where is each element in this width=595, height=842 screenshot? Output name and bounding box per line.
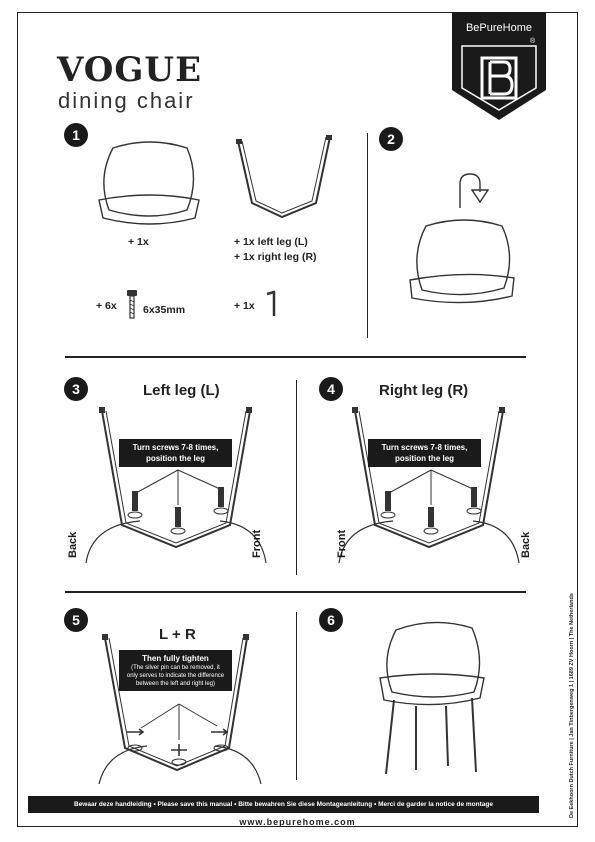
tighten-legs-diagram <box>98 634 262 785</box>
step-divider-1-2 <box>367 133 369 338</box>
screws-quantity: + 6x <box>96 300 117 312</box>
step-5-callout-note: (The silver pin can be removed, it only … <box>126 665 225 687</box>
step-5-callout-title: Then fully tighten <box>142 654 209 663</box>
section-divider-bottom <box>65 591 526 593</box>
step-3-number: 3 <box>64 377 88 401</box>
right-leg-label: + 1x right leg (R) <box>234 251 317 263</box>
step-3-back-label: Back <box>67 531 79 558</box>
brand-logo: BePureHome ® <box>452 12 546 120</box>
step-4-callout: Turn screws 7-8 times, position the leg <box>368 439 481 467</box>
step-5-callout: Then fully tighten (The silver pin can b… <box>119 650 232 691</box>
key-quantity: + 1x <box>234 300 255 312</box>
legs-frame-icon <box>236 135 332 219</box>
step-3-callout: Turn screws 7-8 times, position the leg <box>119 439 232 467</box>
flip-arrow-icon <box>459 173 490 208</box>
screws-size: 6x35mm <box>143 304 186 316</box>
step-4-title: Right leg (R) <box>379 382 469 399</box>
screw-icon <box>127 290 137 319</box>
brand-name: BePureHome <box>465 22 533 34</box>
seat-quantity: + 1x <box>128 236 149 248</box>
page-title: VOGUE <box>57 50 203 90</box>
step-4-front-label: Front <box>336 529 348 558</box>
footer-company-address: De Eekhoorn Dutch Furniture | Jan Tinber… <box>569 593 575 818</box>
step-4-number: 4 <box>319 377 343 401</box>
step-1-number: 1 <box>64 123 88 147</box>
step-3-front-label: Front <box>251 529 263 558</box>
brand-registered-mark: ® <box>530 38 536 45</box>
left-leg-diagram <box>85 407 267 564</box>
step-divider-5-6 <box>296 612 298 780</box>
step-5-number: 5 <box>64 608 88 632</box>
step-divider-3-4 <box>296 380 298 575</box>
step-2-number: 2 <box>379 127 403 151</box>
page-frame <box>17 12 578 827</box>
allen-key-icon <box>266 290 276 316</box>
section-divider-top <box>65 356 526 358</box>
chair-seat-icon <box>98 141 200 225</box>
left-leg-label: + 1x left leg (L) <box>234 236 308 248</box>
step-3-title: Left leg (L) <box>143 382 220 399</box>
step-5-title: L + R <box>159 626 196 643</box>
chair-seat-flipped-icon <box>409 219 515 304</box>
step-6-number: 6 <box>319 608 343 632</box>
footer-languages-bar: Bewaar deze handleiding • Please save th… <box>28 796 539 813</box>
step-4-back-label: Back <box>520 531 532 558</box>
page-subtitle: dining chair <box>58 88 195 113</box>
assembled-chair-icon <box>379 621 485 775</box>
brand-shield-icon <box>452 12 546 120</box>
footer-website[interactable]: www.bepurehome.com <box>239 817 356 827</box>
right-leg-diagram <box>338 407 520 564</box>
